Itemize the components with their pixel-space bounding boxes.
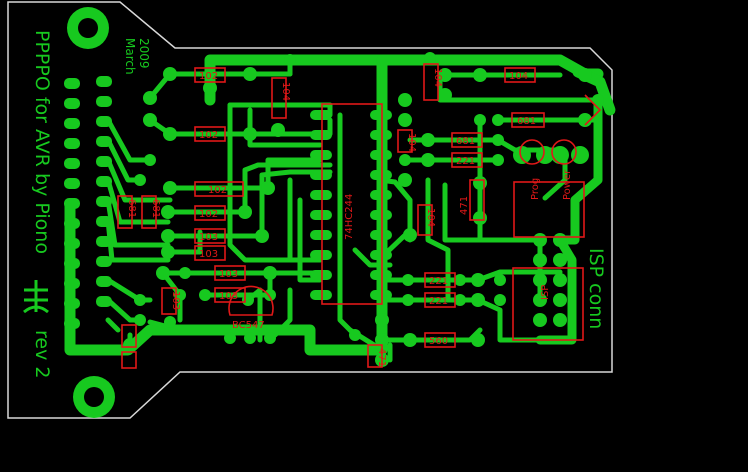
- board-date-month: March: [123, 38, 137, 75]
- label-r681v1: 681: [126, 199, 137, 218]
- label-c-mid: 104: [425, 208, 436, 227]
- label-r-mid1: 102: [199, 130, 218, 141]
- db25-pads: [64, 7, 115, 418]
- board-rev: rev 2: [31, 330, 53, 378]
- label-r560: 560: [429, 336, 448, 347]
- label-r221b: 221: [429, 276, 448, 287]
- label-r-left2: 103: [199, 232, 218, 243]
- label-r-top2: 104: [509, 71, 528, 82]
- label-led-prog: Prog: [530, 178, 541, 200]
- board-date-year: 2009: [137, 38, 151, 69]
- silkscreen-outlines: [117, 63, 602, 369]
- copper-text: PPPPO for AVR by Piono rev 2 March 2009 …: [23, 30, 607, 378]
- label-r681b: 681: [456, 136, 475, 147]
- label-r-bot: 103: [219, 291, 238, 302]
- label-r104v: 104: [406, 133, 417, 152]
- label-isp-silk: ISP: [540, 285, 551, 300]
- label-c-vert: 104: [280, 82, 291, 101]
- component-pads: [123, 52, 604, 367]
- label-r103v: 103: [170, 291, 181, 310]
- label-r-left4: 103: [219, 269, 238, 280]
- label-r221c: 221: [429, 296, 448, 307]
- label-r-left3: 103: [199, 249, 218, 260]
- board-outline: [7, 1, 613, 419]
- logo-icon: [23, 280, 49, 314]
- isp-conn-label: ISP conn: [585, 248, 607, 329]
- label-r221a: 221: [456, 156, 475, 167]
- board-title: PPPPO for AVR by Piono: [31, 30, 53, 254]
- label-r471b: 471: [459, 196, 470, 215]
- label-r-left1: 102: [199, 209, 218, 220]
- label-r-top: 102: [199, 71, 218, 82]
- silkscreen-labels: 102 102 102 102 103 103 103 103 104 681 …: [126, 68, 573, 367]
- label-r681v2: 681: [150, 199, 161, 218]
- label-ic: 74HC244: [344, 194, 355, 240]
- label-r681: 681: [517, 116, 536, 127]
- label-c-right: 104: [432, 68, 443, 87]
- label-transistor: BC547: [232, 320, 265, 331]
- label-r471a: 471: [376, 348, 387, 367]
- ic-pads: [310, 110, 392, 300]
- label-led-power: Power: [562, 169, 573, 200]
- label-r-mid2: 102: [208, 185, 227, 196]
